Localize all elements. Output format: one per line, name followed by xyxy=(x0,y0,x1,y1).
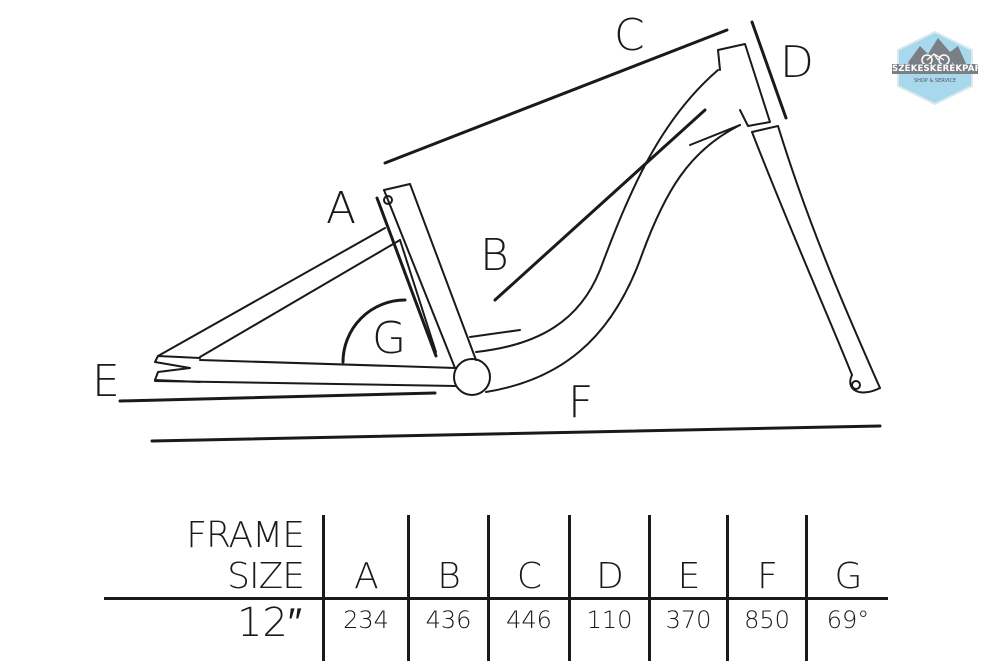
label-d: D xyxy=(780,37,814,88)
header-e: E xyxy=(648,515,728,600)
bottom-bracket xyxy=(453,358,491,396)
dim-line-b xyxy=(493,108,707,302)
cell-b: 436 xyxy=(407,598,489,661)
bike-frame-drawing xyxy=(118,20,882,443)
table-header-row: FRAME SIZE A B C D E F G xyxy=(104,515,888,600)
cell-e: 370 xyxy=(648,598,728,661)
dim-line-e xyxy=(118,391,437,403)
header-b: B xyxy=(407,515,489,600)
cell-f: 850 xyxy=(726,598,807,661)
cell-c: 446 xyxy=(487,598,570,661)
main-tube xyxy=(469,69,741,393)
dim-line-f xyxy=(150,424,882,443)
header-a: A xyxy=(322,515,409,600)
header-c: C xyxy=(487,515,570,600)
cell-frame-size: 12″ xyxy=(236,600,302,646)
label-a: A xyxy=(326,183,357,234)
label-c: C xyxy=(614,10,645,61)
chainstay xyxy=(154,359,457,387)
head-tube xyxy=(717,43,771,127)
label-b: B xyxy=(480,230,509,281)
dimension-lines xyxy=(118,20,882,443)
label-f: F xyxy=(568,377,594,428)
dim-line-d xyxy=(750,20,788,120)
header-d: D xyxy=(568,515,650,600)
cell-a: 234 xyxy=(322,598,409,661)
header-frame-size: FRAME SIZE xyxy=(104,515,324,600)
label-g: G xyxy=(372,313,407,364)
seat-stay xyxy=(157,227,401,358)
fork xyxy=(751,125,881,394)
cell-g: 69° xyxy=(805,598,888,661)
table-row: 12″ 234 436 446 110 370 850 69° xyxy=(104,598,888,661)
dim-line-c xyxy=(383,28,729,165)
header-g: G xyxy=(805,515,888,600)
geometry-table: FRAME SIZE A B C D E F G 12″ 234 436 446… xyxy=(104,515,888,661)
logo-tagline: SHOP & SERVICE xyxy=(913,78,957,84)
angle-arc-g xyxy=(341,298,407,364)
cell-d: 110 xyxy=(568,598,650,661)
label-e: E xyxy=(92,356,120,407)
dim-line-a xyxy=(375,196,438,358)
logo-name: SZÉKESKERÉKPÁR xyxy=(892,64,982,74)
rear-dropout xyxy=(154,355,201,383)
seat-tube xyxy=(383,183,477,369)
shop-logo: SZÉKESKERÉKPÁR SHOP & SERVICE xyxy=(892,30,982,106)
header-f: F xyxy=(726,515,807,600)
